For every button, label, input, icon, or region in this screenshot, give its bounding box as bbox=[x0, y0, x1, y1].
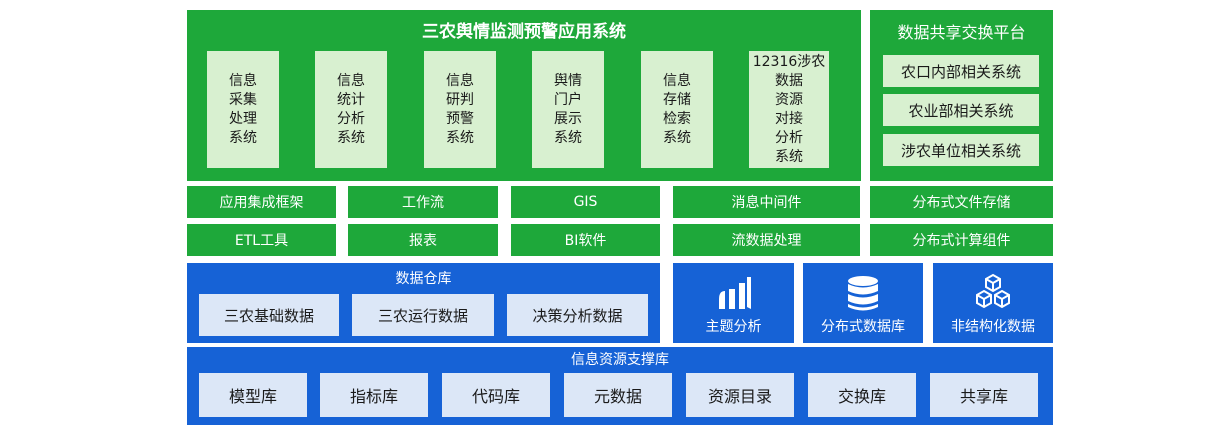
tile-topic-analysis: 主题分析 bbox=[673, 263, 794, 343]
mw-etl-tool: ETL工具 bbox=[187, 224, 336, 256]
system-box-portal: 舆情 门户 展示 系统 bbox=[532, 51, 604, 168]
resource-item-model: 模型库 bbox=[199, 373, 307, 417]
database-icon bbox=[848, 276, 878, 311]
mw-distributed-file-storage: 分布式文件存储 bbox=[870, 186, 1053, 218]
data-warehouse-title: 数据仓库 bbox=[395, 271, 452, 287]
warehouse-item-operation: 三农运行数据 bbox=[352, 294, 494, 336]
resource-item-metadata: 元数据 bbox=[564, 373, 672, 417]
mw-workflow: 工作流 bbox=[348, 186, 498, 218]
resource-item-catalog: 资源目录 bbox=[686, 373, 794, 417]
resource-item-indicator: 指标库 bbox=[320, 373, 428, 417]
share-platform-panel: 数据共享交换平台 农口内部相关系统 农业部相关系统 涉农单位相关系统 bbox=[870, 10, 1053, 181]
resource-item-share: 共享库 bbox=[930, 373, 1038, 417]
system-box-statistics: 信息 统计 分析 系统 bbox=[315, 51, 387, 168]
share-item-internal: 农口内部相关系统 bbox=[883, 55, 1039, 87]
tile-distributed-db: 分布式数据库 bbox=[803, 263, 923, 343]
data-warehouse-panel: 数据仓库 三农基础数据 三农运行数据 决策分析数据 bbox=[187, 263, 660, 343]
mw-distributed-compute: 分布式计算组件 bbox=[870, 224, 1053, 256]
resource-item-code: 代码库 bbox=[442, 373, 550, 417]
system-box-12316: 12316涉农 数据 资源 对接 分析 系统 bbox=[749, 51, 829, 168]
mw-bi-software: BI软件 bbox=[511, 224, 660, 256]
mw-message-middleware: 消息中间件 bbox=[673, 186, 860, 218]
system-box-collection: 信息 采集 处理 系统 bbox=[207, 51, 279, 168]
warehouse-item-decision: 决策分析数据 bbox=[507, 294, 648, 336]
mw-report: 报表 bbox=[348, 224, 498, 256]
tile-distributed-db-label: 分布式数据库 bbox=[821, 319, 905, 335]
bar-chart-icon bbox=[719, 277, 751, 309]
resource-library-title: 信息资源支撑库 bbox=[571, 352, 669, 368]
share-item-agri-units: 涉农单位相关系统 bbox=[883, 134, 1039, 166]
mw-stream-processing: 流数据处理 bbox=[673, 224, 860, 256]
resource-library-panel: 信息资源支撑库 模型库 指标库 代码库 元数据 资源目录 交换库 共享库 bbox=[187, 347, 1053, 425]
mw-app-framework: 应用集成框架 bbox=[187, 186, 336, 218]
mw-gis: GIS bbox=[511, 186, 660, 218]
app-system-title: 三农舆情监测预警应用系统 bbox=[422, 21, 626, 42]
share-item-ministry: 农业部相关系统 bbox=[883, 94, 1039, 126]
tile-unstructured-data: 非结构化数据 bbox=[933, 263, 1053, 343]
resource-item-exchange: 交换库 bbox=[808, 373, 916, 417]
system-box-warning: 信息 研判 预警 系统 bbox=[424, 51, 496, 168]
system-box-storage: 信息 存储 检索 系统 bbox=[641, 51, 713, 168]
tile-topic-analysis-label: 主题分析 bbox=[705, 319, 762, 335]
cubes-icon bbox=[976, 273, 1010, 309]
warehouse-item-basic: 三农基础数据 bbox=[199, 294, 339, 336]
share-platform-title: 数据共享交换平台 bbox=[897, 23, 1026, 42]
tile-unstructured-data-label: 非结构化数据 bbox=[951, 319, 1035, 335]
app-system-panel: 三农舆情监测预警应用系统 信息 采集 处理 系统 信息 统计 分析 系统 信息 … bbox=[187, 10, 861, 181]
